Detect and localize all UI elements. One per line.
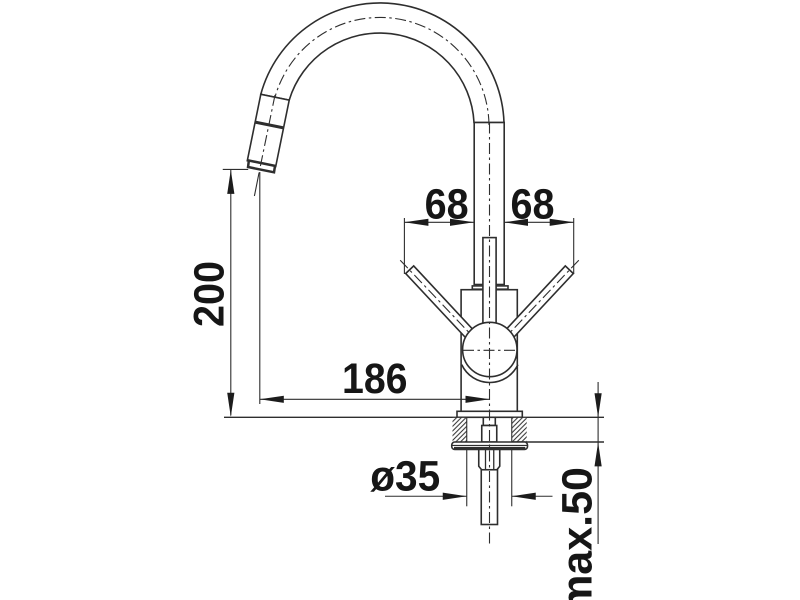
svg-text:68: 68 [425, 180, 469, 228]
svg-text:186: 186 [342, 355, 408, 403]
svg-text:max.50: max.50 [554, 467, 602, 600]
svg-text:200: 200 [186, 261, 234, 327]
svg-text:68: 68 [511, 180, 555, 228]
svg-text:ø35: ø35 [370, 453, 440, 501]
